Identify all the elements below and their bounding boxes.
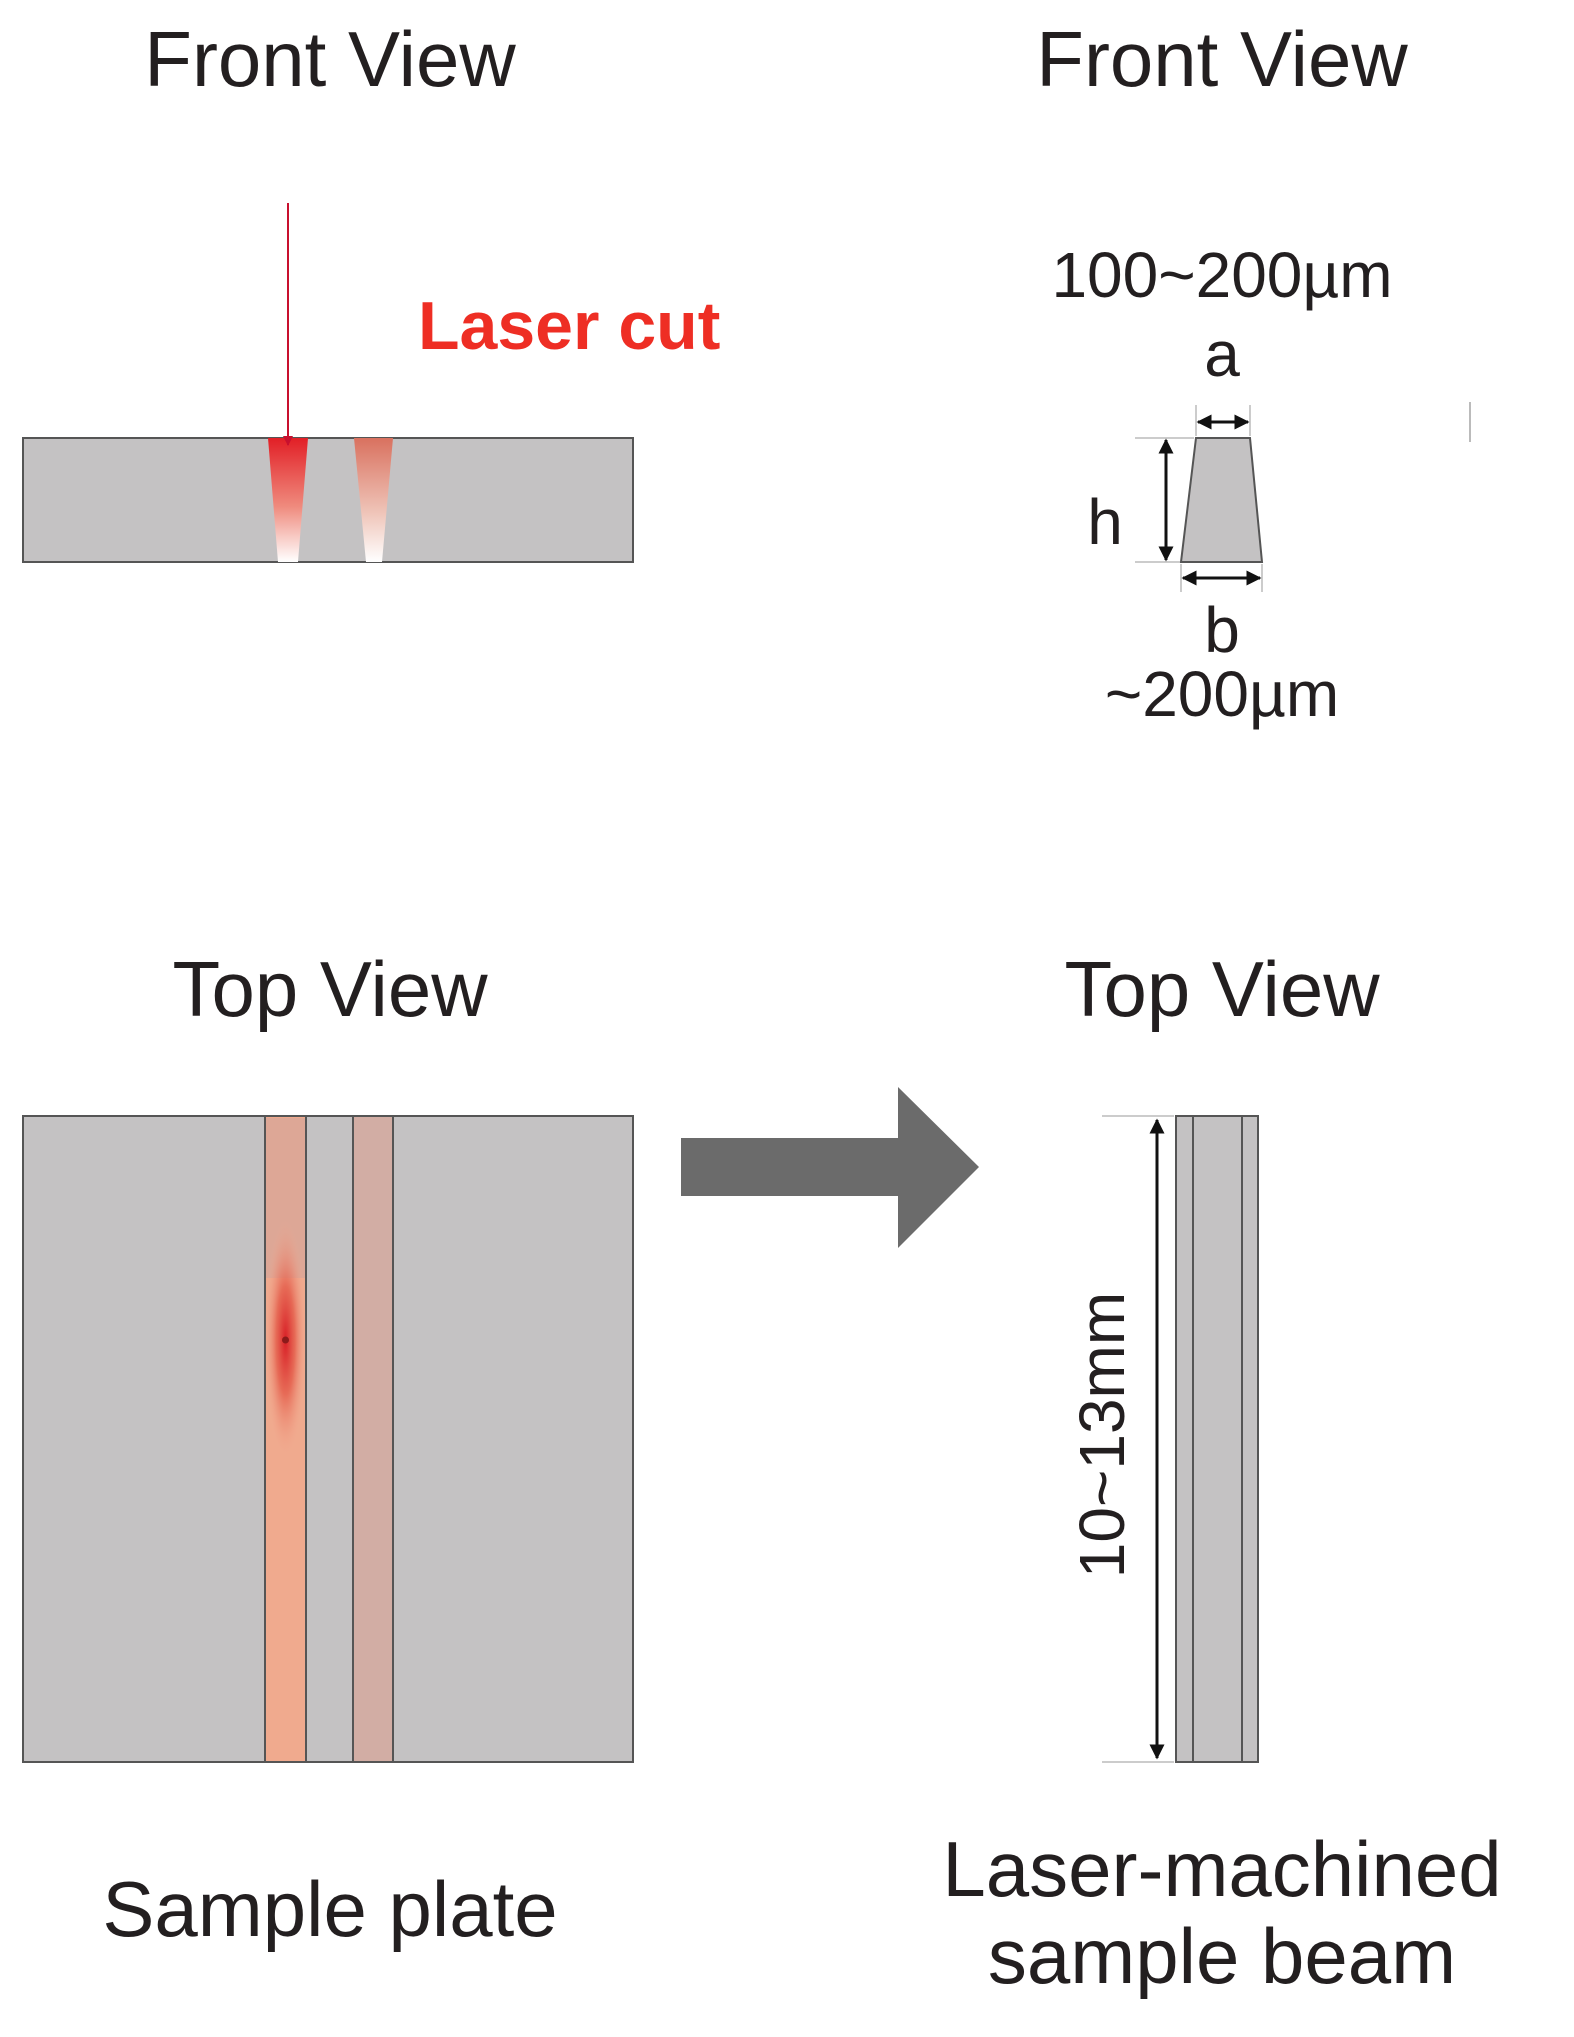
beam-caption-line2: sample beam bbox=[987, 1912, 1457, 2000]
dimension-b-label: b bbox=[1204, 594, 1240, 666]
cut-strip-previous bbox=[352, 1115, 394, 1763]
bottom-width-label: ~200µm bbox=[1104, 658, 1340, 730]
process-arrow bbox=[681, 1087, 979, 1248]
top-width-label: 100~200µm bbox=[1051, 239, 1393, 311]
sample-plate-top bbox=[22, 1115, 634, 1763]
laser-kerf-previous bbox=[354, 438, 393, 562]
top-view-title-right: Top View bbox=[1064, 945, 1380, 1033]
laser-cut-label: Laser cut bbox=[418, 288, 721, 364]
front-view-title-right: Front View bbox=[1036, 15, 1408, 103]
beam-caption-line1: Laser-machined bbox=[942, 1825, 1502, 1913]
dimension-h-label: h bbox=[1087, 486, 1123, 558]
top-view-title-left: Top View bbox=[172, 945, 488, 1033]
machined-beam-top bbox=[1102, 1115, 1259, 1763]
front-view-plate bbox=[22, 437, 634, 563]
dimension-a-label: a bbox=[1204, 318, 1240, 390]
beam-cross-section bbox=[1135, 402, 1471, 592]
sample-plate-caption: Sample plate bbox=[102, 1865, 558, 1953]
front-view-title-left: Front View bbox=[144, 15, 516, 103]
laser-kerf-active bbox=[268, 438, 308, 562]
